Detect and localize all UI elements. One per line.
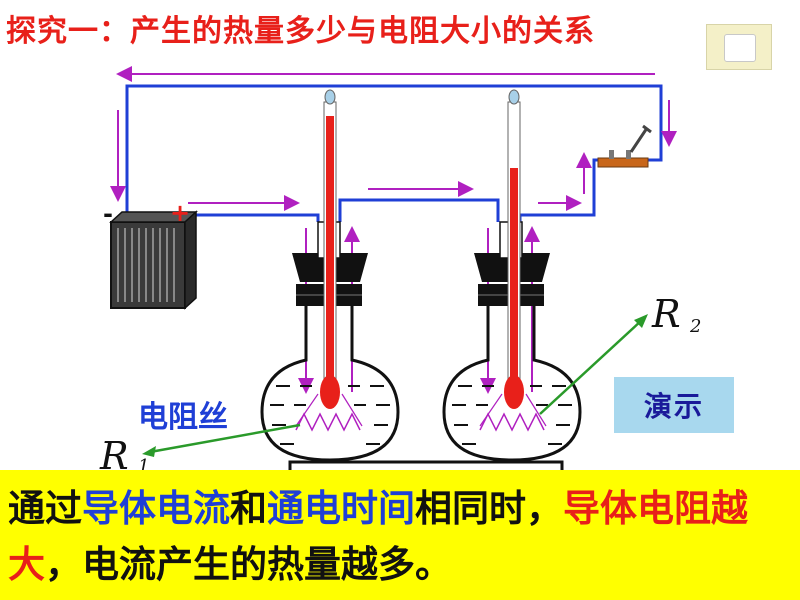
conclusion-part1: 通过: [8, 487, 82, 530]
conclusion-current: 导体电流: [82, 487, 230, 530]
conclusion-time: 通电时间: [267, 487, 415, 530]
flask-left: [260, 89, 400, 462]
r2-label: R: [652, 292, 681, 336]
r2-subscript: 2: [690, 316, 702, 337]
conclusion-part3: 和: [230, 487, 267, 530]
battery-positive-label: +: [170, 199, 190, 227]
circuit-wires: [125, 84, 663, 222]
page-title: 探究一：产生的热量多少与电阻大小的关系: [6, 14, 595, 49]
switch: [597, 124, 652, 168]
corner-button[interactable]: [706, 24, 772, 70]
r1-subscript: 1: [138, 456, 150, 477]
pointer-lines: [149, 319, 643, 454]
resistance-wire-label: 电阻丝: [138, 400, 228, 435]
flask-right: [442, 89, 582, 462]
battery: [109, 210, 198, 310]
conclusion-text: 通过导体电流和通电时间相同时，导体电阻越大，电流产生的热量越多。: [0, 470, 800, 600]
conclusion-resistance: 导体电阻越大: [8, 487, 748, 586]
battery-negative-label: -: [103, 200, 113, 228]
conclusion-part5: 相同时，: [415, 487, 563, 530]
corner-button-icon: [724, 34, 756, 62]
current-arrows: [110, 66, 677, 394]
demo-button[interactable]: 演示: [614, 377, 734, 433]
conclusion-part7: ，电流产生的热量越多。: [45, 543, 452, 586]
